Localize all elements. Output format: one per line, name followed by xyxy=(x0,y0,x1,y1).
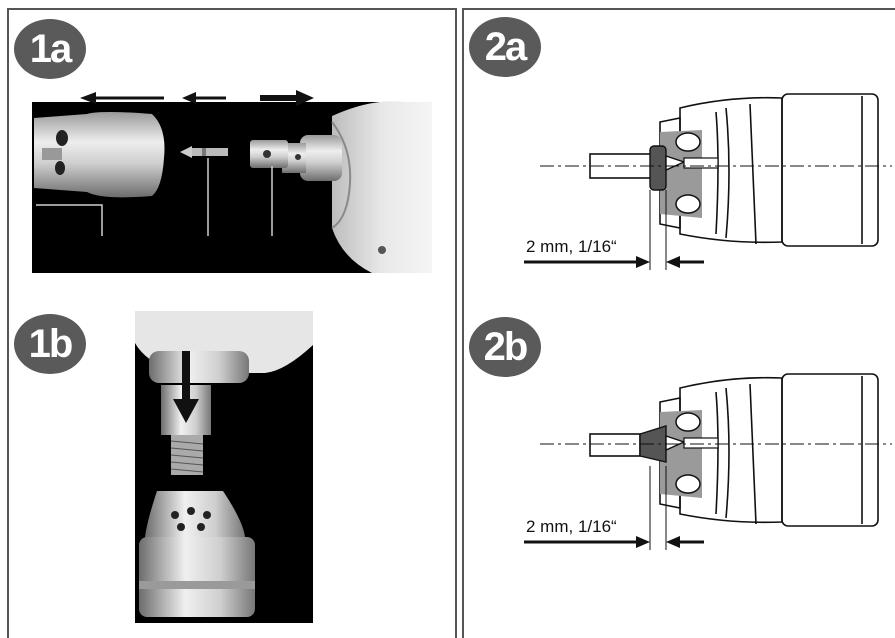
dimension-label-2a: 2 mm, 1/16“ xyxy=(526,237,617,256)
panel-right xyxy=(462,8,895,638)
diagram-2a-bit-depth xyxy=(520,90,892,275)
photo-1a-bit-assembly xyxy=(32,88,432,273)
step-badge-1b: 1b xyxy=(14,314,86,374)
photo-1b-bit-insertion xyxy=(135,311,313,623)
diagram-2b-bit-depth xyxy=(520,370,892,555)
step-badge-1a: 1a xyxy=(14,19,86,79)
step-badge-2b: 2b xyxy=(469,317,541,377)
dimension-label-2b: 2 mm, 1/16“ xyxy=(526,517,617,536)
step-badge-2a: 2a xyxy=(469,17,541,77)
